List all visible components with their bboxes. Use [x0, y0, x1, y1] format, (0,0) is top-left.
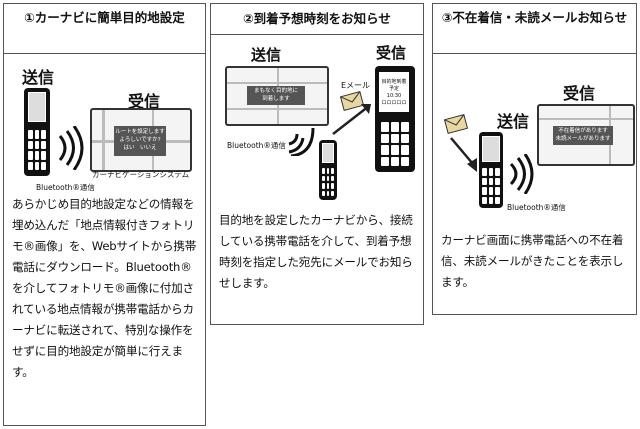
panel-2-phone-screen-line-3: ロロロロロ	[381, 100, 407, 106]
panel-1-bluetooth-label: Bluetooth®通信	[36, 183, 95, 192]
panel-2-bluetooth-label: Bluetooth®通信	[227, 141, 286, 150]
panel-2-sending-phone-illustration	[319, 140, 337, 200]
panel-1-nav-popup: ルートを設定します よろしいですか? はい いいえ	[114, 126, 166, 156]
panel-2: ②到着予想時刻をお知らせ 送信 受信 まもなく目的地に 到着します Eメール B…	[210, 3, 424, 325]
panel-3-popup-line-1: 不在着信があります	[558, 128, 608, 134]
panel-3-popup-line-2: 未読メールがあります	[555, 136, 611, 142]
panel-1-carnav-monitor: ルートを設定します よろしいですか? はい いいえ	[90, 108, 192, 172]
arrow-to-phone-icon	[450, 137, 477, 172]
panel-2-bluetooth-waves-icon	[288, 127, 315, 156]
panel-2-phone-screen-line-2: 10:30	[386, 93, 402, 99]
panel-1-carnav-system-label: カーナビゲーションシステム	[92, 170, 190, 179]
panel-3-nav-popup: 不在着信があります 未読メールがあります	[553, 126, 613, 145]
panel-1-phone-illustration	[24, 88, 50, 176]
panel-1-body-text: あらかじめ目的地設定などの情報を埋め込んだ「地点情報付きフォトリモ®画像」を、W…	[12, 197, 197, 379]
panel-3-body-text: カーナビ画面に携帯電話への不在着信、未読メールがきたことを表示します。	[441, 233, 624, 289]
panel-2-email-label: Eメール	[341, 81, 371, 90]
panel-3: ③不在着信・未読メールお知らせ 受信 送信 不在着信があります 未読メールがあり…	[432, 3, 637, 315]
panel-1-phone-keypad	[28, 130, 46, 170]
panel-2-phone-keypad	[381, 122, 409, 166]
panel-3-heading-text: ③不在着信・未読メールお知らせ	[441, 10, 628, 25]
panel-3-send-label: 送信	[497, 112, 530, 131]
panel-2-send-label: 送信	[251, 46, 282, 64]
panel-2-nav-popup: まもなく目的地に 到着します	[247, 86, 305, 105]
arrow-to-phone-icon	[332, 104, 371, 135]
panel-1-popup-line-3: はい いいえ	[123, 145, 157, 151]
panel-2-body-text: 目的地を設定したカーナビから、接続している携帯電話を介して、到着予想時刻を指定し…	[219, 213, 413, 290]
panel-2-receiving-phone-illustration: 目的地到着予定 10:30 ロロロロロ	[375, 66, 415, 172]
panel-2-heading-text: ②到着予想時刻をお知らせ	[243, 11, 391, 26]
panel-3-bluetooth-waves-icon	[509, 154, 534, 194]
envelope-icon	[339, 91, 365, 111]
panel-2-popup-line-2: 到着します	[262, 96, 290, 102]
panel-3-heading: ③不在着信・未読メールお知らせ	[433, 4, 636, 54]
panel-2-receive-label: 受信	[376, 44, 407, 62]
panel-3-receive-label: 受信	[563, 84, 596, 103]
panel-2-heading: ②到着予想時刻をお知らせ	[211, 4, 423, 35]
panel-1-send-label: 送信	[22, 68, 55, 87]
panel-3-phone-illustration	[479, 132, 503, 208]
panel-3-carnav-monitor: 不在着信があります 未読メールがあります	[537, 104, 635, 166]
panel-2-phone-screen-line-1: 目的地到着予定	[381, 79, 407, 92]
panel-1-heading-text: ①カーナビに簡単目的地設定	[24, 10, 185, 25]
panel-1-heading: ①カーナビに簡単目的地設定	[4, 4, 205, 54]
panel-1-bluetooth-waves-icon	[58, 126, 84, 170]
panel-2-carnav-monitor: まもなく目的地に 到着します	[225, 66, 329, 126]
envelope-icon	[443, 114, 469, 134]
panel-1: ①カーナビに簡単目的地設定 送信 受信 ルートを設定します よろしいですか? は…	[3, 3, 206, 426]
panel-1-popup-line-2: よろしいですか?	[119, 137, 161, 143]
panel-1-receive-label: 受信	[128, 92, 161, 111]
panel-2-popup-line-1: まもなく目的地に	[253, 88, 298, 94]
panel-2-phone-screen: 目的地到着予定 10:30 ロロロロロ	[379, 72, 409, 112]
panel-1-phone-screen	[28, 92, 46, 122]
panel-1-popup-line-1: ルートを設定します	[115, 129, 165, 135]
panel-3-bluetooth-label: Bluetooth®通信	[507, 203, 566, 212]
